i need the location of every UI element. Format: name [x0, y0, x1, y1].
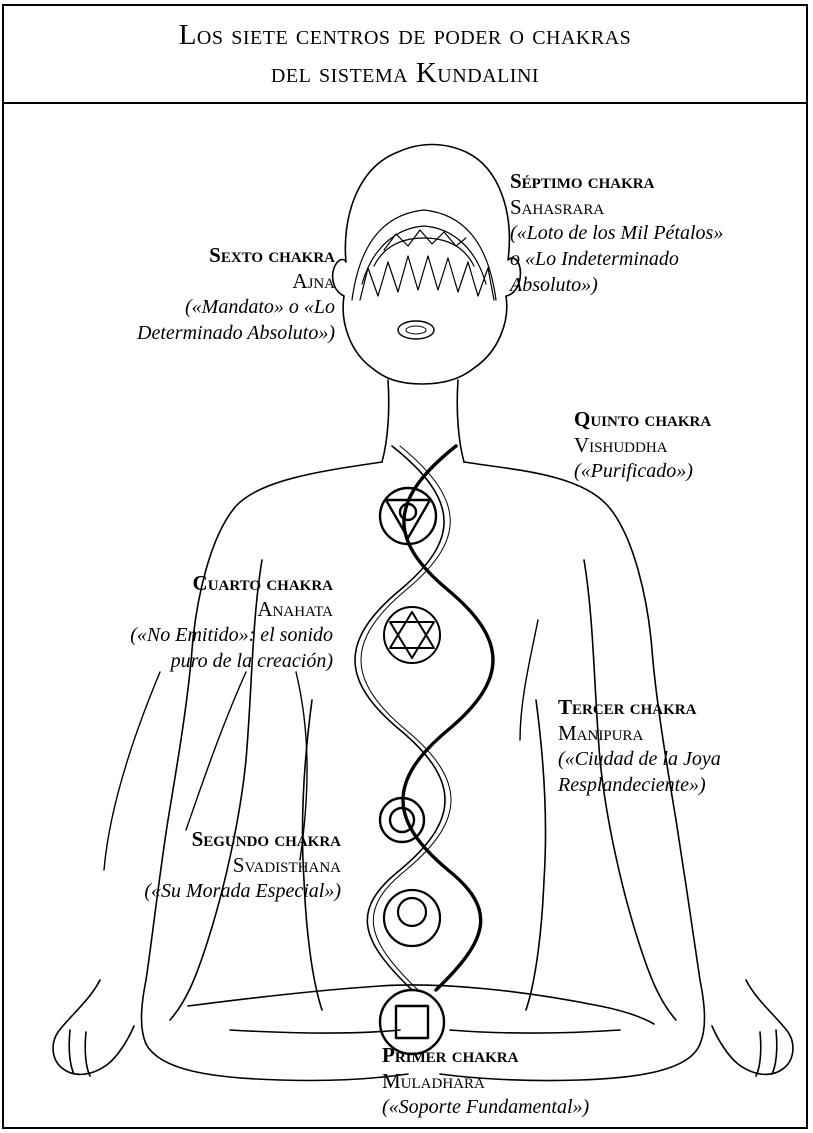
left-hand [53, 980, 134, 1076]
primer-name: Muladhara [382, 1068, 589, 1094]
vishuddha-symbol [380, 488, 436, 544]
sexto-desc-1: («Mandato» o «Lo [137, 294, 335, 320]
legs-line [230, 1030, 620, 1033]
neck-left [382, 380, 389, 462]
pingala-channel [403, 446, 493, 990]
label-quinto: Quinto chakra Vishuddha («Purificado») [574, 406, 711, 484]
left-shoulder-arm [142, 462, 383, 1044]
right-hand [712, 980, 793, 1076]
leader-cuarto-2 [186, 672, 246, 830]
torso-right [526, 700, 546, 1010]
tercer-heading: Tercer chakra [558, 694, 721, 720]
label-sexto: Sexto chakra Ajna («Mandato» o «Lo Deter… [137, 242, 335, 346]
sexto-desc-2: Determinado Absoluto») [137, 320, 335, 346]
primer-desc-1: («Soporte Fundamental») [382, 1094, 589, 1120]
crown-lotus [352, 210, 496, 300]
neck-right [457, 380, 464, 462]
anahata-symbol [384, 607, 440, 663]
label-septimo: Séptimo chakra Sahasrara («Loto de los M… [510, 168, 723, 298]
sexto-heading: Sexto chakra [137, 242, 335, 268]
tercer-name: Manipura [558, 720, 721, 746]
segundo-heading: Segundo chakra [144, 826, 341, 852]
ida-channel [355, 446, 445, 990]
label-tercer: Tercer chakra Manipura («Ciudad de la Jo… [558, 694, 721, 798]
quinto-heading: Quinto chakra [574, 406, 711, 432]
septimo-name: Sahasrara [510, 194, 723, 220]
label-cuarto: Cuarto chakra Anahata («No Emitido»: el … [130, 570, 333, 674]
quinto-desc-1: («Purificado») [574, 458, 711, 484]
septimo-heading: Séptimo chakra [510, 168, 723, 194]
svadisthana-symbol [384, 890, 440, 946]
segundo-name: Svadisthana [144, 852, 341, 878]
quinto-name: Vishuddha [574, 432, 711, 458]
label-primer: Primer chakra Muladhara («Soporte Fundam… [382, 1042, 589, 1120]
cuarto-heading: Cuarto chakra [130, 570, 333, 596]
cuarto-name: Anahata [130, 596, 333, 622]
label-segundo: Segundo chakra Svadisthana («Su Morada E… [144, 826, 341, 904]
segundo-desc-1: («Su Morada Especial») [144, 878, 341, 904]
ajna-symbol [398, 321, 434, 339]
cuarto-desc-2: puro de la creación) [130, 648, 333, 674]
sexto-name: Ajna [137, 268, 335, 294]
tercer-desc-1: («Ciudad de la Joya [558, 746, 721, 772]
primer-heading: Primer chakra [382, 1042, 589, 1068]
septimo-desc-3: Absoluto») [510, 272, 723, 298]
septimo-desc-1: («Loto de los Mil Pétalos» [510, 220, 723, 246]
tercer-desc-2: Resplandeciente») [558, 772, 721, 798]
leader-tercer [520, 620, 538, 740]
septimo-desc-2: o «Lo Indeterminado [510, 246, 723, 272]
cuarto-desc-1: («No Emitido»: el sonido [130, 622, 333, 648]
